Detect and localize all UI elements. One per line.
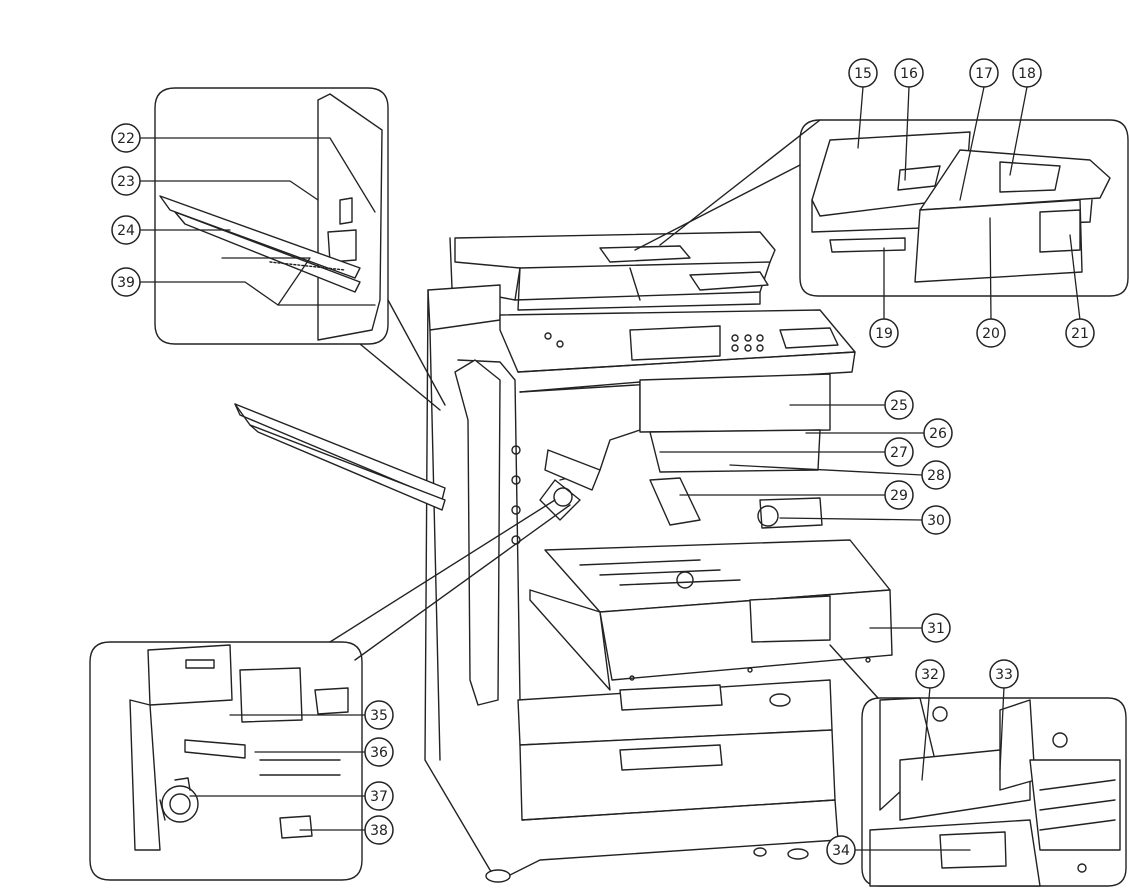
detail-toner-area xyxy=(89,499,571,881)
callout-27-label: 27 xyxy=(890,445,908,461)
callout-24: 24 xyxy=(111,215,141,245)
leader-line-bypass-2 xyxy=(359,343,441,411)
detail-transfer-unit xyxy=(829,644,1127,887)
callout-23: 23 xyxy=(111,166,141,196)
callout-leaders xyxy=(139,86,1081,851)
leader-line-toner-2 xyxy=(354,504,571,661)
callout-22-label: 22 xyxy=(117,131,135,147)
callout-33-label: 33 xyxy=(995,667,1013,683)
callout-35-label: 35 xyxy=(370,708,388,724)
callout-29-label: 29 xyxy=(890,488,908,504)
callout-16-label: 16 xyxy=(900,66,918,82)
callout-18-label: 18 xyxy=(1018,66,1036,82)
callout-29: 29 xyxy=(884,480,914,510)
callout-37: 37 xyxy=(364,781,394,811)
callout-19: 19 xyxy=(869,318,899,348)
detail-bypass-tray xyxy=(154,87,446,411)
detail-document-feeder xyxy=(634,119,1129,297)
callout-35: 35 xyxy=(364,700,394,730)
callout-30: 30 xyxy=(921,505,951,535)
callout-16: 16 xyxy=(894,58,924,88)
leader-line-toner xyxy=(329,499,556,643)
callout-36: 36 xyxy=(364,737,394,767)
callout-34-label: 34 xyxy=(832,843,850,859)
callout-28: 28 xyxy=(921,460,951,490)
callout-15-label: 15 xyxy=(854,66,872,82)
callout-22: 22 xyxy=(111,123,141,153)
callout-17: 17 xyxy=(969,58,999,88)
leader-line-bypass xyxy=(387,299,446,406)
callout-31: 31 xyxy=(921,613,951,643)
callouts: 15 16 17 18 19 20 21 22 23 24 39 25 26 2… xyxy=(111,58,1095,865)
callout-34: 34 xyxy=(826,835,856,865)
leader-line-feeder-2 xyxy=(659,119,821,246)
callout-27: 27 xyxy=(884,437,914,467)
callout-23-label: 23 xyxy=(117,174,135,190)
callout-17-label: 17 xyxy=(975,66,993,82)
callout-26-label: 26 xyxy=(929,426,947,442)
leader-line-feeder xyxy=(634,164,801,251)
callout-32: 32 xyxy=(915,659,945,689)
callout-25-label: 25 xyxy=(890,398,908,414)
callout-19-label: 19 xyxy=(875,326,893,342)
callout-32-label: 32 xyxy=(921,667,939,683)
callout-25: 25 xyxy=(884,390,914,420)
callout-33: 33 xyxy=(989,659,1019,689)
callout-38: 38 xyxy=(364,815,394,845)
callout-36-label: 36 xyxy=(370,745,388,761)
callout-30-label: 30 xyxy=(927,513,945,529)
callout-15: 15 xyxy=(848,58,878,88)
callout-38-label: 38 xyxy=(370,823,388,839)
callout-39: 39 xyxy=(111,267,141,297)
callout-20-label: 20 xyxy=(982,326,1000,342)
callout-21-label: 21 xyxy=(1071,326,1089,342)
callout-21: 21 xyxy=(1065,318,1095,348)
callout-37-label: 37 xyxy=(370,789,388,805)
callout-24-label: 24 xyxy=(117,223,135,239)
callout-18: 18 xyxy=(1012,58,1042,88)
callout-39-label: 39 xyxy=(117,275,135,291)
leader-line-transfer xyxy=(829,644,879,699)
copier-main-unit xyxy=(234,231,893,883)
callout-28-label: 28 xyxy=(927,468,945,484)
callout-20: 20 xyxy=(976,318,1006,348)
callout-26: 26 xyxy=(923,418,953,448)
callout-31-label: 31 xyxy=(927,621,945,637)
